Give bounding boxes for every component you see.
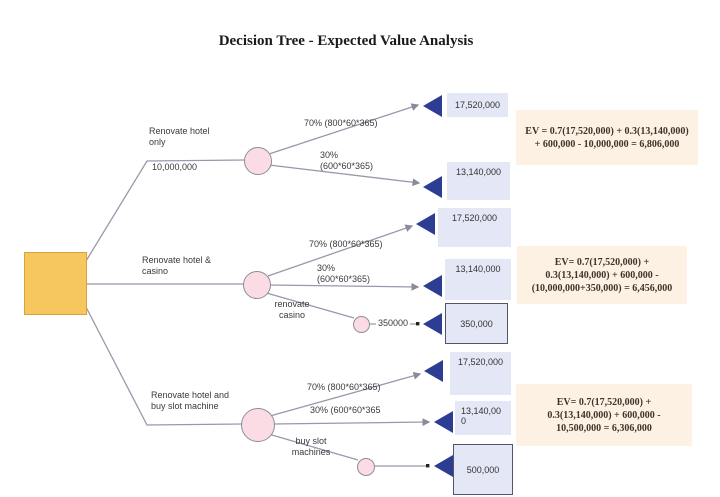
payoff-box-branch3-low: 13,140,000 [455, 401, 511, 435]
branch2-prob-high-label: 70% (800*60*365) [309, 239, 383, 249]
edge-branch3-low [272, 418, 431, 426]
payoff-box-branch1-high: 17,520,000 [447, 93, 508, 117]
payoff-box-branch3-sub: 500,000 [453, 444, 513, 495]
terminal-triangle-branch3-high-icon [424, 360, 443, 382]
edge-branch2-low [268, 283, 420, 291]
chance-node-branch1 [244, 147, 272, 175]
chance-node-branch2 [243, 271, 271, 299]
payoff-box-branch2-high: 17,520,000 [438, 208, 511, 247]
edge-decision-to-branch1 [85, 159, 246, 262]
edge-branch1-low [268, 164, 421, 187]
terminal-triangle-branch1-high-icon [423, 95, 442, 117]
decision-node-square [24, 252, 87, 315]
branch2-prob-low-label: 30% (600*60*365) [317, 263, 371, 284]
payoff-box-branch3-high: 17,520,000 [450, 352, 511, 395]
edge-branch3-sub [264, 432, 359, 461]
branch1-label: Renovate hotel only [149, 126, 210, 147]
branch1-cost-label: 10,000,000 [152, 162, 198, 172]
terminal-triangle-branch3-sub-icon [434, 455, 453, 477]
edge-branch2-high [267, 224, 414, 277]
branch3-label: Renovate hotel and buy slot machine [151, 390, 230, 411]
ev-box-branch2: EV= 0.7(17,520,000) + 0.3(13,140,000) + … [517, 246, 687, 304]
branch3-prob-low-label: 30% (600*60*365 [310, 405, 381, 415]
ev-box-branch1: EV = 0.7(17,520,000) + 0.3(13,140,000) +… [516, 110, 698, 165]
payoff-box-branch1-low: 13,140,000 [447, 162, 510, 200]
edge-branch2-sub [262, 291, 355, 319]
chance-node-branch3-sub [357, 458, 375, 476]
terminal-triangle-branch1-low-icon [423, 176, 442, 198]
chance-node-branch3 [241, 408, 275, 442]
branch2-label: Renovate hotel & casino [142, 255, 212, 276]
edge-dot-branch3-sub [426, 464, 430, 468]
edge-dot-branch2-sub [416, 322, 420, 326]
payoff-box-branch2-low: 13,140,000 [445, 259, 511, 300]
branch1-prob-high-label: 70% (800*60*365) [304, 118, 378, 128]
branch2-sub-edge-label: 350000 [376, 318, 411, 329]
terminal-triangle-branch3-low-icon [434, 411, 453, 433]
page-title: Decision Tree - Expected Value Analysis [218, 33, 474, 49]
chance-node-branch2-sub [353, 316, 370, 333]
branch2-sub-label: renovate casino [274, 299, 310, 320]
terminal-triangle-branch2-high-icon [416, 213, 435, 235]
terminal-triangle-branch2-low-icon [423, 275, 442, 297]
payoff-box-branch2-sub: 350,000 [445, 303, 508, 344]
branch3-sub-label: buy slot machines [291, 436, 331, 457]
edge-branch3-high [269, 371, 422, 417]
edge-branch1-high [268, 103, 420, 155]
ev-box-branch3: EV= 0.7(17,520,000) + 0.3(13,140,000) + … [516, 384, 692, 446]
branch1-prob-low-label: 30% (600*60*365) [320, 150, 374, 171]
branch3-prob-high-label: 70% (800*60*365) [307, 382, 381, 392]
edge-decision-to-branch3 [85, 306, 243, 426]
terminal-triangle-branch2-sub-icon [423, 313, 442, 335]
